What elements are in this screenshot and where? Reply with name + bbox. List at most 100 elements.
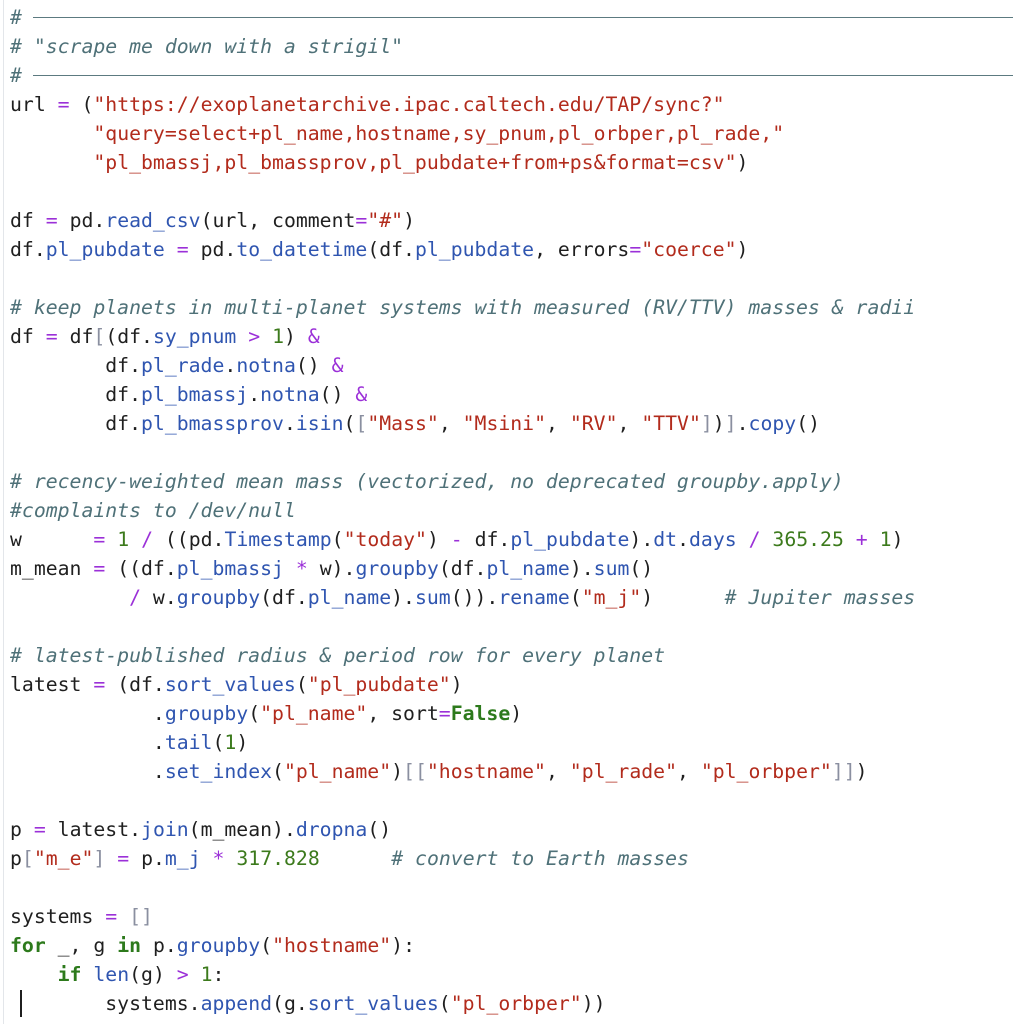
code-token-plain: ( [331,528,344,551]
code-token-attr: pl_bmassj [141,383,249,406]
code-token-plain: () [796,412,821,435]
code-token-attr: len [93,963,130,986]
code-token-plain [10,586,129,609]
code-token-plain: , [676,760,701,783]
code-line[interactable]: p = latest.join(m_mean).dropna() [10,815,915,844]
code-token-plain: ) [284,325,308,348]
code-token-op: & [307,325,320,348]
code-token-kw: in [117,934,142,957]
code-line[interactable]: df.pl_bmassprov.isin(["Mass", "Msini", "… [10,409,915,438]
code-line[interactable]: systems.append(g.sort_values("pl_orbper"… [10,989,915,1018]
code-token-op: / [748,528,761,551]
code-line[interactable]: / w.groupby(df.pl_name).sum()).rename("m… [10,583,915,612]
code-token-op: = [57,93,70,116]
code-token-attr: dropna [295,818,368,841]
code-line[interactable]: df = df[(df.sy_pnum > 1) & [10,322,915,351]
code-token-op: = [93,528,106,551]
code-line[interactable]: df = pd.read_csv(url, comment="#") [10,206,915,235]
code-line[interactable] [10,873,915,902]
code-line[interactable]: # keep planets in multi-planet systems w… [10,293,915,322]
code-line[interactable]: # [10,61,915,90]
code-token-attr: rename [498,586,570,609]
code-token-plain: ( [260,934,273,957]
code-token-num: 1 [200,963,213,986]
code-line[interactable]: "query=select+pl_name,hostname,sy_pnum,p… [10,119,915,148]
code-token-plain: . [10,760,165,783]
code-token-str: "pl_bmassj,pl_bmassprov,pl_pubdate+from+… [93,151,737,174]
code-line[interactable]: latest = (df.sort_values("pl_pubdate") [10,670,915,699]
code-token-plain: w. [141,586,177,609]
code-token-plain: () [629,557,654,580]
code-line[interactable] [10,264,915,293]
code-token-op: > [248,325,261,348]
code-line[interactable]: for _, g in p.groupby("hostname"): [10,931,915,960]
code-line[interactable]: "pl_bmassj,pl_bmassprov,pl_pubdate+from+… [10,148,915,177]
code-token-plain: systems. [10,992,201,1015]
code-token-plain: ) [712,412,725,435]
code-token-brk: ] [700,412,713,435]
code-token-plain: ). [629,528,654,551]
code-line[interactable]: df.pl_rade.notna() & [10,351,915,380]
code-token-num: 317.828 [236,847,320,870]
code-token-comment: # convert to Earth masses [391,847,689,870]
code-token-comment: # Jupiter masses [724,586,916,609]
code-line[interactable]: .groupby("pl_name", sort=False) [10,699,915,728]
code-token-plain: ) [736,238,749,261]
code-token-str: "query=select+pl_name,hostname,sy_pnum,p… [93,122,785,145]
code-token-plain: ( [569,586,582,609]
code-line[interactable]: # "scrape me down with a strigil" [10,32,915,61]
code-token-attr: sort_values [307,992,439,1015]
code-token-num: 1 [117,528,130,551]
code-line[interactable]: #complaints to /dev/null [10,496,915,525]
code-line[interactable]: .tail(1) [10,728,915,757]
code-token-plain: df [57,325,94,348]
code-line[interactable]: # [10,3,915,32]
code-line[interactable]: p["m_e"] = p.m_j * 317.828 # convert to … [10,844,915,873]
code-token-plain: ) [510,702,523,725]
code-token-plain: ( [248,702,261,725]
code-body[interactable]: # # "scrape me down with a strigil"# url… [10,3,915,1018]
code-token-brk: ]] [831,760,856,783]
code-line[interactable]: # latest-published radius & period row f… [10,641,915,670]
code-line[interactable] [10,612,915,641]
code-token-op: / [141,528,153,551]
code-token-plain: ) [391,760,404,783]
code-line[interactable]: df.pl_pubdate = pd.to_datetime(df.pl_pub… [10,235,915,264]
code-line[interactable]: .set_index("pl_name")[["hostname", "pl_r… [10,757,915,786]
code-token-str: "hostname" [272,934,392,957]
code-token-brk: [] [129,905,153,928]
code-token-str: "TTV" [641,412,701,435]
code-token-attr: pl_name [307,586,392,609]
code-token-plain: p. [129,847,165,870]
code-token-plain: : [212,963,225,986]
code-token-plain: ((pd. [152,528,225,551]
code-token-plain: url [10,93,58,116]
code-token-plain [10,122,93,145]
comment-rule-top [33,17,1013,18]
code-token-plain: ) [403,209,415,232]
code-line[interactable]: # recency-weighted mean mass (vectorized… [10,467,915,496]
code-token-brk: [ [21,847,34,870]
code-token-plain: pd. [188,238,237,261]
code-line[interactable] [10,177,915,206]
code-line[interactable] [10,438,915,467]
code-token-attr: days [689,528,737,551]
code-token-plain [117,905,129,928]
code-line[interactable]: w = 1 / ((pd.Timestamp("today") - df.pl_… [10,525,915,554]
code-line[interactable]: m_mean = ((df.pl_bmassj * w).groupby(df.… [10,554,915,583]
code-line[interactable]: df.pl_bmassj.notna() & [10,380,915,409]
code-token-attr: isin [295,412,344,435]
code-token-op: = [45,325,58,348]
comment-rule-bottom [33,75,1013,76]
code-token-num: 1 [224,731,237,754]
code-token-plain: ( [69,93,94,116]
code-line[interactable] [10,786,915,815]
code-token-str: "hostname" [426,760,546,783]
code-line[interactable]: systems = [] [10,902,915,931]
code-line[interactable]: url = ("https://exoplanetarchive.ipac.ca… [10,90,915,119]
code-line[interactable]: if len(g) > 1: [10,960,915,989]
code-token-attr: append [200,992,273,1015]
code-token-attr: pl_pubdate [45,238,165,261]
code-token-plain [236,325,248,348]
